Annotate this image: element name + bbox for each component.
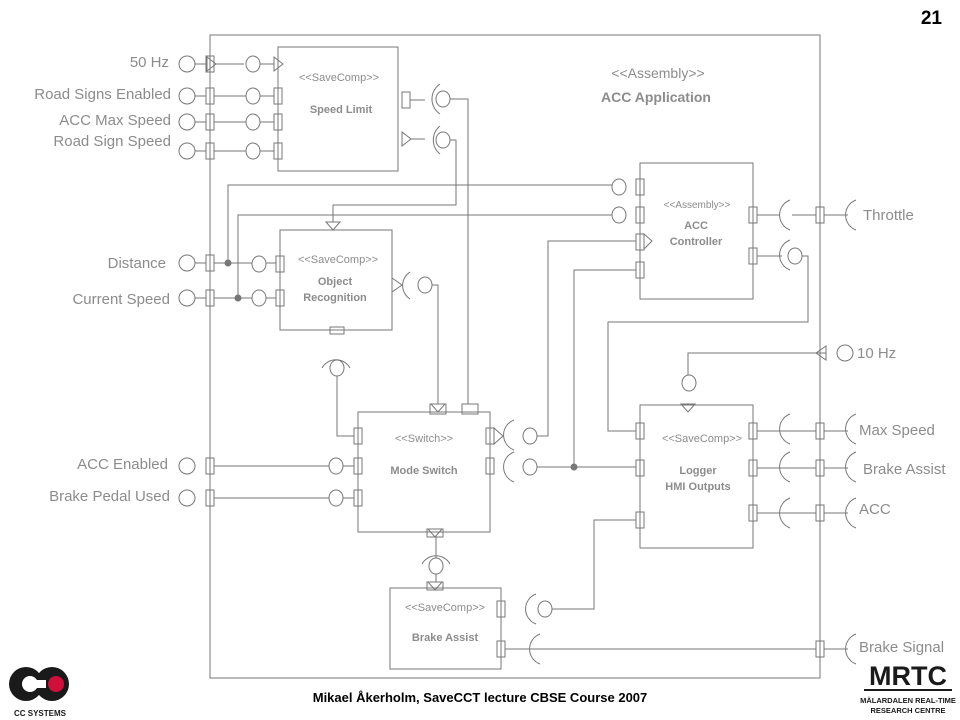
input-road-sign-speed: Road Sign Speed (53, 133, 171, 150)
speed-limit-box (277, 46, 399, 172)
assembly-stereotype: <<Assembly>> (611, 65, 704, 81)
mrtc-text: MRTC (869, 661, 947, 691)
output-throttle: Throttle (863, 207, 914, 224)
input-brake-pedal-used: Brake Pedal Used (49, 488, 170, 505)
logger-stereotype: <<SaveComp>> (662, 433, 742, 445)
mrtc-line1: MÄLARDALEN REAL-TIME (860, 696, 956, 705)
speed-limit-stereotype: <<SaveComp>> (299, 72, 379, 84)
slide-number: 21 (920, 8, 942, 29)
object-recognition-name-1: Object (318, 276, 353, 288)
cc-systems-text: CC SYSTEMS (14, 709, 67, 718)
acc-controller-box (639, 162, 754, 300)
acc-controller-stereotype: <<Assembly>> (664, 200, 731, 211)
mrtc-logo: MRTC MÄLARDALEN REAL-TIME RESEARCH CENTR… (860, 661, 956, 715)
input-distance: Distance (108, 255, 166, 272)
speed-limit-name: Speed Limit (310, 104, 373, 116)
cc-systems-logo: CC SYSTEMS (9, 667, 69, 718)
assembly-boundary (209, 34, 821, 679)
input-road-signs-enabled: Road Signs Enabled (34, 86, 171, 103)
mode-switch-box (357, 411, 491, 533)
input-50hz: 50 Hz (130, 54, 169, 71)
mrtc-line2: RESEARCH CENTRE (870, 706, 945, 715)
brake-assist-name: Brake Assist (412, 632, 479, 644)
output-max-speed: Max Speed (859, 422, 935, 439)
output-brake-assist: Brake Assist (863, 461, 946, 478)
logger-name-2: HMI Outputs (665, 481, 730, 493)
assembly-name: ACC Application (601, 89, 711, 105)
footer-text: Mikael Åkerholm, SaveCCT lecture CBSE Co… (312, 690, 648, 705)
mode-switch-name: Mode Switch (390, 465, 458, 477)
acc-controller-name-2: Controller (670, 236, 723, 248)
input-current-speed: Current Speed (72, 291, 170, 308)
input-acc-max-speed: ACC Max Speed (59, 112, 171, 129)
acc-controller-name-1: ACC (684, 220, 708, 232)
output-brake-signal: Brake Signal (859, 639, 944, 656)
object-recognition-name-2: Recognition (303, 292, 367, 304)
output-acc: ACC (859, 501, 891, 518)
mode-switch-stereotype: <<Switch>> (395, 433, 453, 445)
object-recognition-stereotype: <<SaveComp>> (298, 254, 378, 266)
input-acc-enabled: ACC Enabled (77, 456, 168, 473)
output-10hz: 10 Hz (857, 345, 896, 362)
brake-assist-box (389, 587, 502, 670)
brake-assist-stereotype: <<SaveComp>> (405, 602, 485, 614)
logger-name-1: Logger (679, 465, 717, 477)
